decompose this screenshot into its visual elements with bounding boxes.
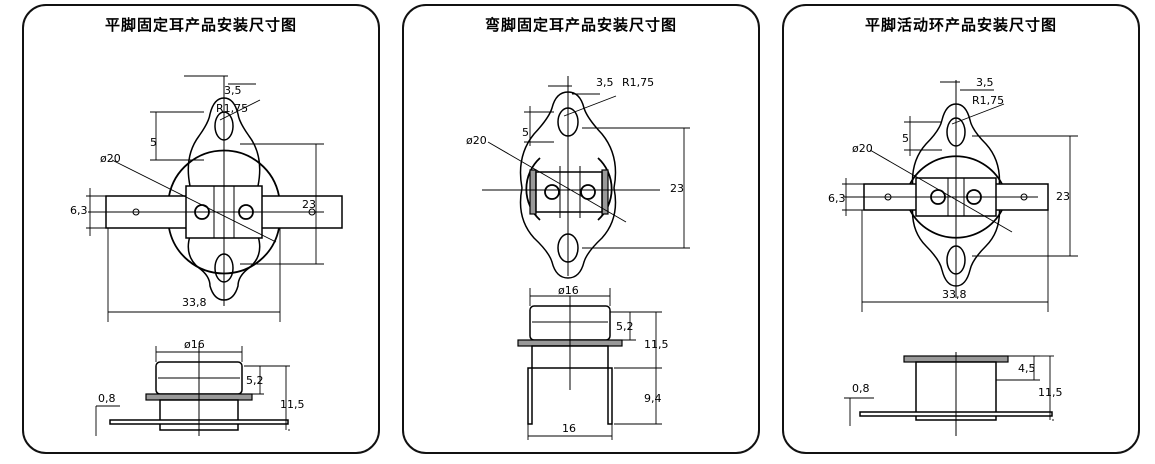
dim-hole-pitch: 3,5: [596, 76, 614, 89]
dim-diameter: ø20: [852, 142, 873, 155]
panel-title: 弯脚固定耳产品安装尺寸图: [484, 16, 677, 34]
dim-total-width: 33,8: [182, 296, 207, 309]
dim-total-width: 33,8: [942, 288, 967, 301]
dim-leg-span: 16: [562, 422, 576, 435]
dim-diameter: ø20: [100, 152, 121, 165]
dim-diameter: ø20: [466, 134, 487, 147]
dim-ear-height: 5: [902, 132, 909, 145]
dim-center-distance: 23: [1056, 190, 1070, 203]
dim-ear-height: 5: [522, 126, 529, 139]
rivet-left: [544, 184, 560, 200]
panel-title: 平脚活动环产品安装尺寸图: [864, 16, 1057, 34]
drawing-flat-movable-ring: 3,5 R1,75 5 ø20 6,3 23 33,8 4,5 11,5: [828, 76, 1078, 436]
dim-cap-height: 5,2: [616, 320, 634, 333]
dim-ear-height: 5: [150, 136, 157, 149]
dim-cap-diameter: ø16: [184, 338, 205, 351]
side-leg-left: [527, 367, 533, 425]
panel-title: 平脚固定耳产品安装尺寸图: [104, 16, 297, 34]
dim-hole-radius: R1,75: [972, 94, 1004, 107]
dim-hole-radius: R1,75: [622, 76, 654, 89]
bent-leg-left: [529, 169, 537, 215]
dim-sheet-thickness: 0,8: [98, 392, 116, 405]
dim-sheet-thickness: 0,8: [852, 382, 870, 395]
dim-cap-height: 4,5: [1018, 362, 1036, 375]
dim-tab-width: 6,3: [70, 204, 88, 217]
dim-cap-diameter: ø16: [558, 284, 579, 297]
dim-hole-pitch: 3,5: [976, 76, 994, 89]
dim-total-height: 11,5: [1038, 386, 1063, 399]
dim-hole-radius: R1,75: [216, 102, 248, 115]
panel-flat-movable-ring: 平脚活动环产品安装尺寸图 3,5 R1,75 5 ø20 6,3: [782, 4, 1140, 454]
center-block: [535, 171, 603, 213]
dim-total-height: 11,5: [644, 338, 669, 351]
drawing-flat-fixed-ear: 3,5 R1,75 5 ø20 6,3 23 33,8 ø16 5: [70, 75, 343, 436]
dim-leg-length: 9,4: [644, 392, 662, 405]
panel-bent-fixed-ear: 弯脚固定耳产品安装尺寸图 3,5 R1,75 5 ø20 23: [402, 4, 760, 454]
drawing-bent-fixed-ear: 3,5 R1,75 5 ø20 23 ø16 5,2 11,5 9,4: [466, 76, 690, 440]
dim-cap-height: 5,2: [246, 374, 264, 387]
dim-center-distance: 23: [670, 182, 684, 195]
dim-tab-width: 6,3: [828, 192, 846, 205]
dim-center-distance: 23: [302, 198, 316, 211]
bent-leg-right: [601, 169, 609, 215]
panel-flat-fixed-ear: 平脚固定耳产品安装尺寸图 3,5 R1,75 5 ø20: [22, 4, 380, 454]
side-leg-right: [607, 367, 613, 425]
rivet-right: [580, 184, 596, 200]
dim-hole-pitch: 3,5: [224, 84, 242, 97]
dim-total-height: 11,5: [280, 398, 305, 411]
